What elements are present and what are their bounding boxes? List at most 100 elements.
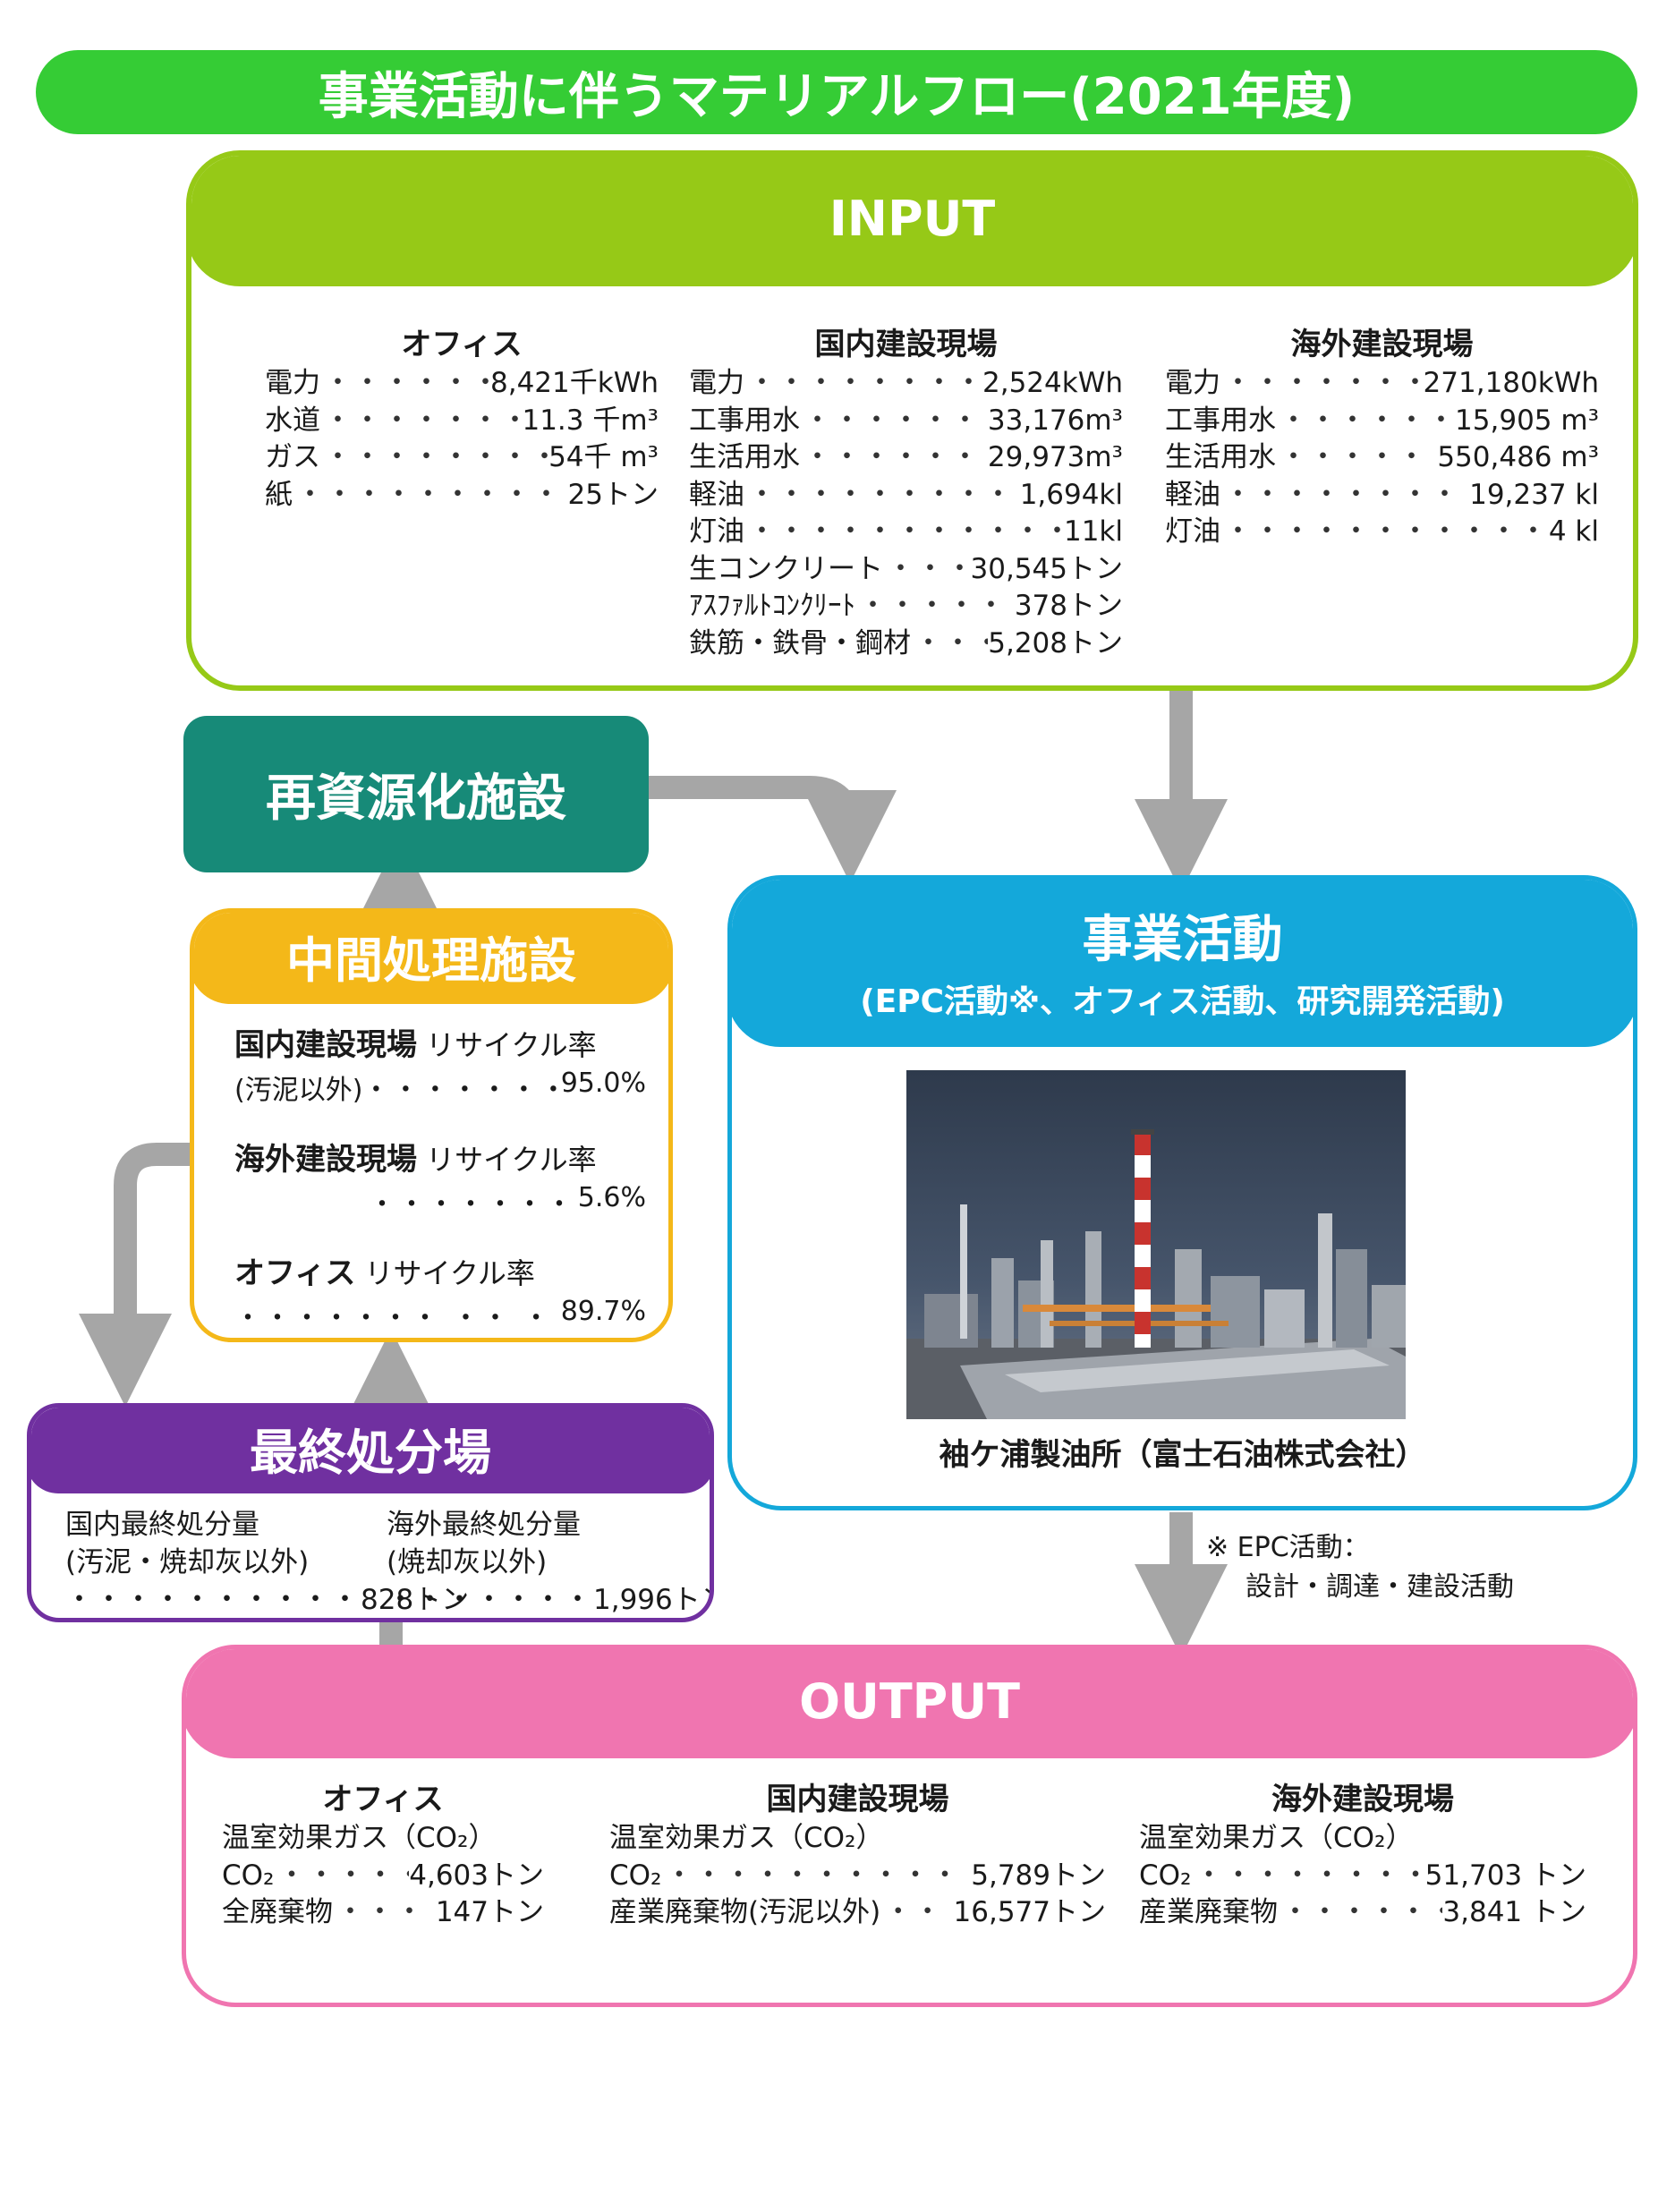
row-label: 生活用水 [689, 441, 800, 473]
data-row: CO₂・・・・・・・・・・・・・・・・・・・・51,703 トン [1139, 1858, 1586, 1895]
leader-dots: ・・・・・・・・・・・・・・・・・・・・ [277, 1859, 409, 1892]
leader-dots: ・・・・・・・・・・・・・・・・・・・・ [1280, 404, 1456, 437]
row-value: 29,973m³ [987, 441, 1123, 473]
input-header: INPUT [191, 156, 1633, 286]
output-overseas-title: 海外建設現場 [1271, 1782, 1454, 1817]
output-header: OUTPUT [186, 1649, 1633, 1758]
output-domestic-column: 国内建設現場 温室効果ガス（CO₂） CO₂・・・・・・・・・・・・・・・・・・… [609, 1774, 1106, 1932]
leader-dots: ・・・・・・・・・・・・・・・・・・・・ [859, 590, 1015, 622]
row-label: 水道 [265, 404, 320, 437]
row-value: 11.3 千m³ [522, 404, 659, 437]
row-label: ｱｽﾌｧﾙﾄｺﾝｸﾘｰﾄ [689, 590, 855, 622]
landfill-overseas-value: 1,996トン [593, 1584, 710, 1616]
data-row: CO₂・・・・・・・・・・・・・・・・・・・・4,603トン [222, 1858, 544, 1895]
input-box: INPUT オフィス 電力・・・・・・・・・・・・・・・・・・・・8,421千k… [186, 150, 1638, 691]
landfill-domestic-label: 国内最終処分量 [65, 1509, 259, 1541]
input-domestic-column: 国内建設現場 電力・・・・・・・・・・・・・・・・・・・・2,524kWh工事用… [689, 319, 1123, 662]
leader-dots: ・・・・・・・・・・・・・・・・・・・・ [748, 515, 1064, 548]
leader-dots: ・・・・・・・・・・・・・・・・・・・・ [665, 1859, 971, 1892]
landfill-box: 最終処分場 国内最終処分量 (汚泥・焼却灰以外) ・・・・・・・・・・828トン… [27, 1403, 714, 1622]
landfill-overseas-label: 海外最終処分量 [387, 1509, 581, 1541]
row-label: 生活用水 [1165, 441, 1276, 473]
row-value: 19,237 kl [1469, 478, 1599, 511]
row-label: 工事用水 [1165, 404, 1276, 437]
data-row: 生コンクリート・・・・・・・・・・・・・・・・・・・・30,545トン [689, 551, 1123, 589]
leader-dots: ・・・・・・・・・・・・・・・・・・・・ [914, 626, 988, 659]
data-row: 軽油・・・・・・・・・・・・・・・・・・・・19,237 kl [1165, 477, 1599, 515]
row-label: 電力 [265, 367, 320, 399]
refinery-photo [906, 1070, 1406, 1419]
output-office-ghg: 温室効果ガス（CO₂） [222, 1822, 497, 1854]
row-value: 147トン [435, 1896, 544, 1928]
row-value: 5,208トン [988, 626, 1123, 659]
data-row: ガス・・・・・・・・・・・・・・・・・・・・54千 m³ [265, 439, 659, 477]
row-label: 軽油 [1165, 478, 1220, 511]
leader-dots: ・・・・・・・・・・・・・・・・・・・・ [803, 441, 988, 473]
data-row: 水道・・・・・・・・・・・・・・・・・・・・11.3 千m³ [265, 403, 659, 440]
recycling-facility-box: 再資源化施設 [183, 716, 649, 872]
row-value: 30,545トン [970, 552, 1123, 585]
photo-caption: 袖ケ浦製油所（富士石油株式会社） [939, 1437, 1426, 1473]
output-office-column: オフィス 温室効果ガス（CO₂） CO₂・・・・・・・・・・・・・・・・・・・・… [222, 1774, 544, 1932]
intermediate-item-domestic: 国内建設現場 リサイクル率 (汚泥以外)・・・・・・・・・・95.0% [234, 1027, 646, 1106]
output-overseas-ghg: 温室効果ガス（CO₂） [1139, 1822, 1414, 1854]
row-value: 5,789トン [971, 1859, 1106, 1892]
row-label: ガス [265, 441, 320, 473]
input-overseas-title: 海外建設現場 [1290, 327, 1474, 362]
row-value: 8,421千kWh [490, 367, 659, 399]
row-label: 電力 [1165, 367, 1220, 399]
leader-dots: ・・・・・・・・・・・・・・・・・・・・ [1224, 367, 1424, 399]
arrow-intermediate-to-landfill [79, 1143, 192, 1407]
row-label: 鉄筋・鉄骨・鋼材 [689, 626, 911, 659]
intermediate-value-office: 89.7% [560, 1296, 646, 1327]
output-domestic-ghg: 温室効果ガス（CO₂） [609, 1822, 884, 1854]
leader-dots: ・・・・・・・・・・・・・・・・・・・・ [1281, 1896, 1442, 1928]
data-row: ｱｽﾌｧﾙﾄｺﾝｸﾘｰﾄ・・・・・・・・・・・・・・・・・・・・378トン [689, 588, 1123, 625]
data-row: 産業廃棄物(汚泥以外)・・・・・・・・・・・・・・・・・・・・16,577トン [609, 1894, 1106, 1932]
row-value: 4,603トン [409, 1859, 544, 1892]
arrow-recycling-to-business [649, 776, 897, 883]
data-row: 全廃棄物・・・・・・・・・・・・・・・・・・・・147トン [222, 1894, 544, 1932]
input-domestic-rows: 電力・・・・・・・・・・・・・・・・・・・・2,524kWh工事用水・・・・・・… [689, 365, 1123, 662]
data-row: 産業廃棄物・・・・・・・・・・・・・・・・・・・・3,841 トン [1139, 1894, 1586, 1932]
row-label: 灯油 [1165, 515, 1220, 548]
input-office-rows: 電力・・・・・・・・・・・・・・・・・・・・8,421千kWh水道・・・・・・・… [265, 365, 659, 514]
row-label: 全廃棄物 [222, 1896, 333, 1928]
leader-dots: ・・・・・・・・・・・・・・・・・・・・ [1280, 441, 1437, 473]
output-overseas-column: 海外建設現場 温室効果ガス（CO₂） CO₂・・・・・・・・・・・・・・・・・・… [1139, 1774, 1586, 1932]
input-overseas-rows: 電力・・・・・・・・・・・・・・・・・・・・271,180kWh工事用水・・・・… [1165, 365, 1599, 551]
landfill-domestic-value: 828トン [361, 1584, 470, 1616]
input-overseas-column: 海外建設現場 電力・・・・・・・・・・・・・・・・・・・・271,180kWh工… [1165, 319, 1599, 551]
row-value: 15,905 m³ [1455, 404, 1599, 437]
intermediate-rate-label-office: リサイクル率 [364, 1256, 535, 1290]
data-row: CO₂・・・・・・・・・・・・・・・・・・・・5,789トン [609, 1858, 1106, 1895]
output-box: OUTPUT オフィス 温室効果ガス（CO₂） CO₂・・・・・・・・・・・・・… [182, 1645, 1637, 2007]
intermediate-label-domestic: 国内建設現場 [234, 1027, 417, 1063]
intermediate-rate-label-domestic: リサイクル率 [426, 1028, 597, 1062]
row-label: CO₂ [609, 1859, 662, 1892]
leader-dots: ・・・・・・・・・・・・・・・・・・・・ [748, 367, 982, 399]
leader-dots: ・・・・・・・・・・・・・・・・・・・・ [324, 404, 522, 437]
data-row: 生活用水・・・・・・・・・・・・・・・・・・・・550,486 m³ [1165, 439, 1599, 477]
leader-dots: ・・・・・・・・・・・・・・・・・・・・ [887, 552, 971, 585]
leader-dots: ・・・・・・・・・・・・・・・・・・・・ [324, 441, 548, 473]
data-row: 灯油・・・・・・・・・・・・・・・・・・・・4 kl [1165, 514, 1599, 551]
output-domestic-title: 国内建設現場 [766, 1782, 949, 1817]
row-value: 16,577トン [953, 1896, 1106, 1928]
row-value: 550,486 m³ [1437, 441, 1599, 473]
business-header: 事業活動 [1082, 911, 1283, 969]
intermediate-item-office: オフィス リサイクル率 ・・・・・・・ ・・ ・・ ・・ ・・ ・89.7% [234, 1255, 646, 1334]
data-row: 鉄筋・鉄骨・鋼材・・・・・・・・・・・・・・・・・・・・5,208トン [689, 625, 1123, 663]
row-label: 工事用水 [689, 404, 800, 437]
input-office-title: オフィス [401, 327, 523, 362]
intermediate-label-office: オフィス [234, 1255, 356, 1291]
row-value: 2,524kWh [982, 367, 1123, 399]
intermediate-label-overseas: 海外建設現場 [234, 1142, 417, 1178]
intermediate-header: 中間処理施設 [194, 913, 668, 1004]
landfill-overseas-sub: (焼却灰以外) [387, 1546, 548, 1578]
intermediate-rate-label-overseas: リサイクル率 [426, 1143, 597, 1177]
data-row: 電力・・・・・・・・・・・・・・・・・・・・2,524kWh [689, 365, 1123, 403]
row-value: 3,841 トン [1442, 1896, 1586, 1928]
leader-dots: ・・・・・・・・・・・・・・・・・・・・ [1195, 1859, 1424, 1892]
